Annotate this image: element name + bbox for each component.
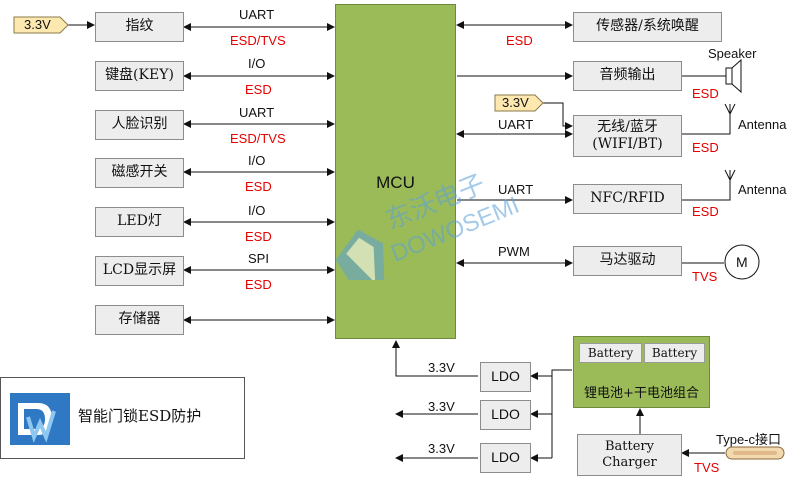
magnetic-switch-protection: ESD [245, 179, 272, 194]
audio-protection: ESD [692, 86, 719, 101]
wireless-protection: ESD [692, 140, 719, 155]
lcd-block: LCD显示屏 [95, 256, 184, 286]
ldo-label: LDO [491, 406, 520, 423]
wireless-bus: UART [498, 117, 534, 132]
audio-block: 音频输出 [573, 61, 682, 91]
battery-pack-block: Battery Battery 锂电池+干电池组合 [573, 336, 710, 408]
ldo-block-1: LDO [480, 362, 531, 392]
motor-bus: PWM [498, 244, 530, 259]
brand-card: 智能门锁ESD防护 [0, 377, 245, 459]
sensor-protection: ESD [506, 33, 533, 48]
ldo-output-voltage: 3.3V [428, 399, 455, 414]
charger-label-line2: Charger [602, 455, 657, 470]
led-protection: ESD [245, 229, 272, 244]
motor-driver-block: 马达驱动 [573, 246, 682, 276]
ldo-output-voltage: 3.3V [428, 441, 455, 456]
ldo-output-voltage: 3.3V [428, 360, 455, 375]
motor-symbol: M [736, 254, 748, 270]
face-recognition-label: 人脸识别 [111, 116, 168, 133]
keypad-protection: ESD [245, 82, 272, 97]
magnetic-switch-bus: I/O [248, 153, 266, 168]
company-logo-icon [10, 393, 70, 445]
wireless-antenna-label: Antenna [738, 117, 787, 132]
led-bus: I/O [248, 203, 266, 218]
wireless-block: 无线/蓝牙 (WIFI/BT) [573, 115, 682, 157]
led-label: LED灯 [117, 213, 162, 230]
magnetic-switch-block: 磁感开关 [95, 158, 184, 188]
motor-protection: TVS [692, 269, 718, 284]
battery-charger-block: Battery Charger [577, 434, 682, 476]
type-c-label: Type-c接口 [716, 432, 782, 447]
face-recognition-bus: UART [239, 105, 275, 120]
motor-icon [724, 244, 760, 280]
sensor-label: 传感器/系统唤醒 [596, 18, 699, 35]
nfc-label: NFC/RFID [590, 190, 665, 207]
speaker-label: Speaker [708, 46, 757, 61]
storage-label: 存储器 [118, 311, 161, 328]
battery-cell: Battery [644, 343, 705, 363]
lcd-bus: SPI [248, 251, 269, 266]
motor-driver-label: 马达驱动 [599, 252, 656, 269]
nfc-block: NFC/RFID [573, 184, 682, 214]
charger-protection: TVS [694, 460, 720, 475]
mcu-label: MCU [376, 173, 415, 192]
wireless-label-line2: (WIFI/BT) [592, 136, 663, 152]
audio-label: 音频输出 [599, 67, 656, 84]
mcu-block: MCU [335, 4, 456, 339]
face-recognition-block: 人脸识别 [95, 110, 184, 140]
fingerprint-bus: UART [239, 7, 275, 22]
battery-cell: Battery [579, 343, 642, 363]
wireless-label-line1: 无线/蓝牙 [597, 118, 658, 135]
magnetic-switch-label: 磁感开关 [111, 164, 168, 181]
voltage-tag-shape [494, 94, 544, 112]
charger-label-line1: Battery [604, 438, 654, 454]
antenna-icon [724, 169, 736, 181]
nfc-protection: ESD [692, 204, 719, 219]
keypad-bus: I/O [248, 56, 266, 71]
ldo-block-2: LDO [480, 400, 531, 430]
speaker-icon [725, 58, 742, 94]
lcd-label: LCD显示屏 [102, 262, 177, 279]
ldo-block-3: LDO [480, 443, 531, 473]
brand-card-title: 智能门锁ESD防护 [78, 407, 202, 425]
fingerprint-protection: ESD/TVS [230, 33, 286, 48]
ldo-label: LDO [491, 368, 520, 385]
led-block: LED灯 [95, 207, 184, 237]
wireless-supply-tag: 3.3V [502, 95, 529, 110]
ldo-label: LDO [491, 449, 520, 466]
input-voltage-tag: 3.3V [24, 17, 51, 32]
nfc-antenna-label: Antenna [738, 182, 787, 197]
voltage-tag-shape [13, 16, 69, 34]
sensor-block: 传感器/系统唤醒 [573, 12, 722, 42]
fingerprint-label: 指纹 [125, 18, 154, 35]
keypad-label: 键盘(KEY) [105, 67, 174, 84]
battery-pack-label: 锂电池+干电池组合 [584, 386, 699, 401]
fingerprint-block: 指纹 [95, 12, 184, 42]
storage-block: 存储器 [95, 305, 184, 335]
keypad-block: 键盘(KEY) [95, 61, 184, 91]
lcd-protection: ESD [245, 277, 272, 292]
antenna-icon [724, 103, 736, 115]
nfc-bus: UART [498, 182, 534, 197]
face-recognition-protection: ESD/TVS [230, 131, 286, 146]
